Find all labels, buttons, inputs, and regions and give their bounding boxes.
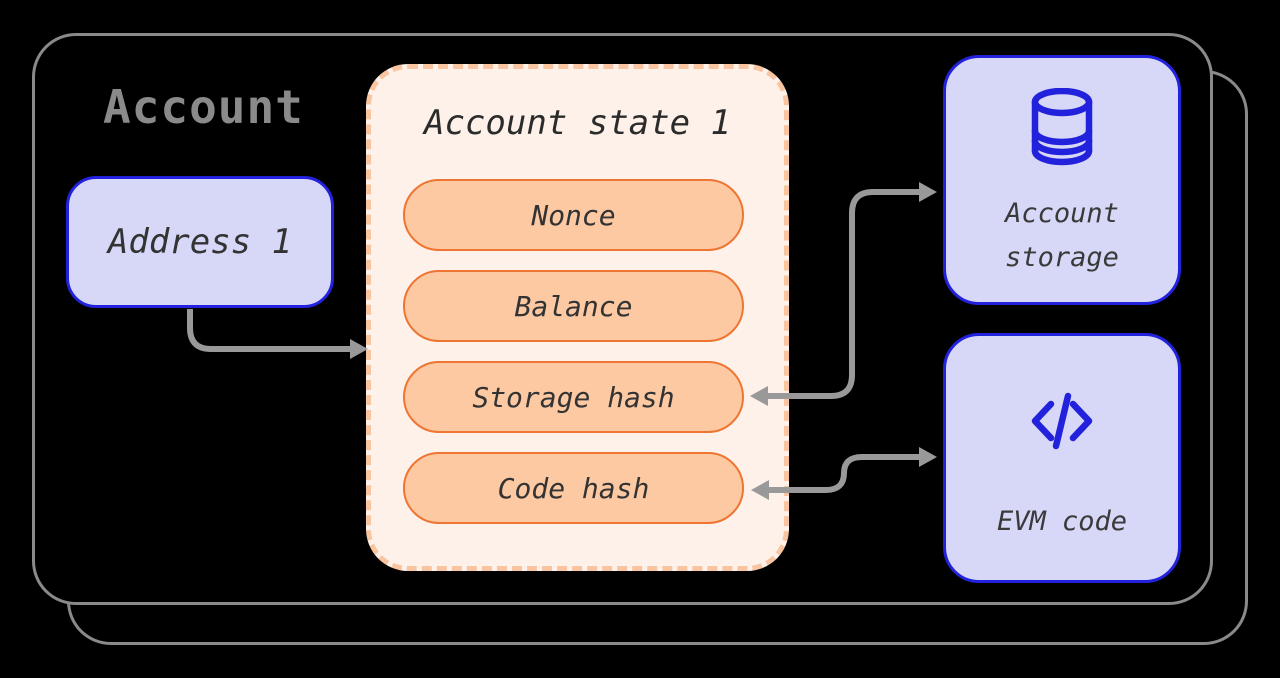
storage-hash-pill: Storage hash — [403, 361, 744, 433]
nonce-pill: Nonce — [403, 179, 744, 251]
account-storage-label-line1: Account — [1005, 198, 1119, 229]
database-icon — [1031, 88, 1093, 166]
account-state-title: Account state 1 — [423, 103, 732, 143]
evm-code-label: EVM code — [996, 506, 1128, 537]
nonce-label: Nonce — [531, 198, 616, 232]
address-box: Address 1 — [66, 176, 334, 308]
account-container-title: Account — [103, 80, 304, 134]
code-hash-label: Code hash — [497, 471, 650, 505]
address-label: Address 1 — [107, 222, 293, 262]
account-storage-label-line2: storage — [1005, 242, 1119, 273]
account-storage-box: Account storage — [943, 55, 1181, 305]
account-storage-label: Account storage — [946, 192, 1178, 280]
code-brackets-icon — [1031, 392, 1093, 450]
balance-label: Balance — [514, 289, 633, 323]
storage-hash-label: Storage hash — [472, 380, 675, 414]
balance-pill: Balance — [403, 270, 744, 342]
account-state-box: Account state 1 Nonce Balance Storage ha… — [366, 64, 789, 571]
evm-code-box: EVM code — [943, 333, 1181, 583]
code-hash-pill: Code hash — [403, 452, 744, 524]
